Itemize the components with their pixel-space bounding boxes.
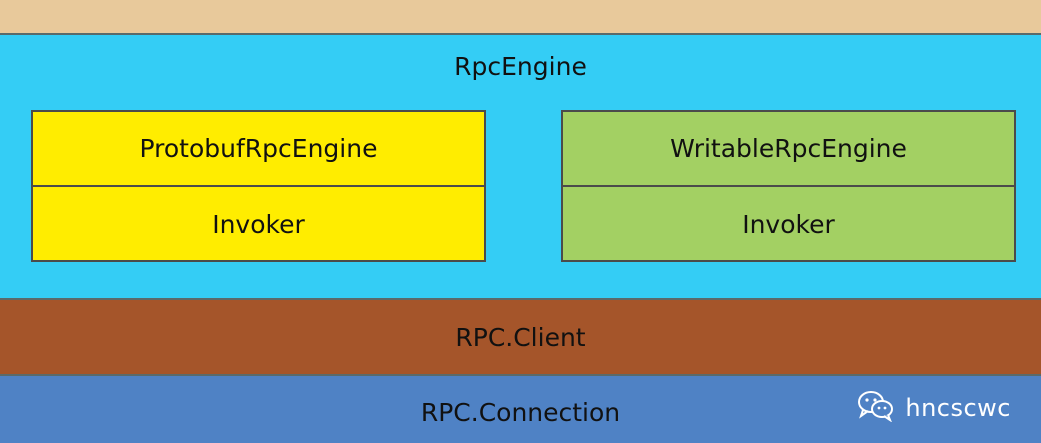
top-band xyxy=(0,0,1041,35)
rpc-engine-layer: RpcEngine ProtobufRpcEngine Invoker Writ… xyxy=(0,35,1041,300)
rpc-client-label: RPC.Client xyxy=(455,323,586,352)
wechat-icon xyxy=(857,390,895,426)
rpc-engine-label: RpcEngine xyxy=(454,52,587,81)
writable-invoker-label: Invoker xyxy=(742,210,835,239)
rpc-connection-layer: RPC.Connection hncscwc xyxy=(0,376,1041,443)
watermark-text: hncscwc xyxy=(905,394,1011,422)
protobuf-rpc-engine-box: ProtobufRpcEngine Invoker xyxy=(31,110,486,262)
rpc-connection-label: RPC.Connection xyxy=(420,398,621,427)
protobuf-invoker-label: Invoker xyxy=(212,210,305,239)
writable-rpc-engine-box: WritableRpcEngine Invoker xyxy=(561,110,1016,262)
rpc-client-layer: RPC.Client xyxy=(0,300,1041,376)
protobuf-rpc-engine-label: ProtobufRpcEngine xyxy=(33,112,484,187)
writable-rpc-engine-label: WritableRpcEngine xyxy=(563,112,1014,187)
watermark: hncscwc xyxy=(857,390,1011,426)
